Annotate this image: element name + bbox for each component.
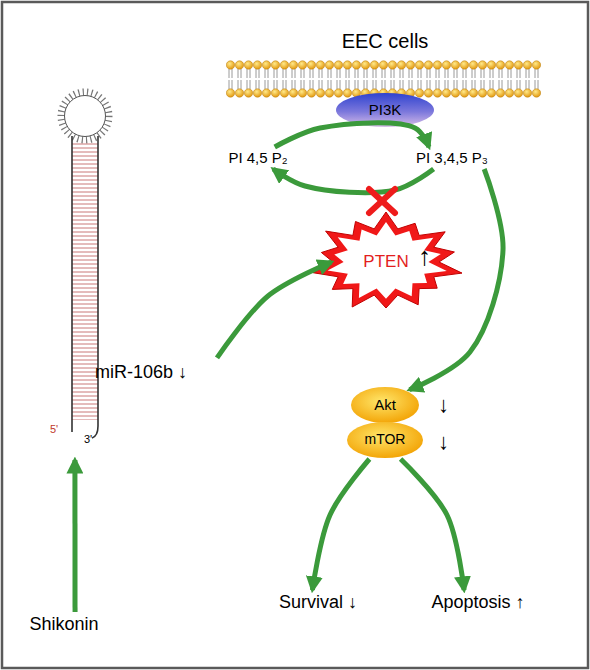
node-label: miR-106b ↓	[95, 363, 187, 383]
ellipse-shape	[336, 93, 434, 127]
lipid-label: PI 4,5 P₂	[220, 147, 296, 169]
ellipse-shape	[347, 422, 423, 458]
node-label: mTOR	[346, 421, 424, 459]
node-label: Apoptosis ↑	[420, 590, 536, 616]
strand-end-label: 5'	[50, 424, 58, 435]
mirna-node: miR-106b ↓	[25, 95, 217, 460]
ellipse-shape	[351, 387, 419, 423]
arrow-connector	[312, 459, 369, 590]
node-label: PI 3,4,5 P₃	[406, 147, 498, 169]
protein-ellipse: Akt↓	[350, 386, 420, 424]
arrow-connector	[410, 169, 504, 390]
change-arrow: ↑	[418, 242, 431, 271]
outcome-label: Survival ↓	[262, 590, 374, 616]
arrow-connector	[401, 459, 464, 590]
starburst-node: PTEN↑	[308, 212, 464, 312]
mirna-hairpin	[61, 92, 109, 438]
node-label: Survival ↓	[262, 590, 374, 616]
figure-title: EEC cells	[300, 30, 470, 53]
strand-end-label: 3'	[84, 434, 92, 445]
node-label: PTEN	[308, 212, 464, 312]
change-arrow: ↓	[438, 393, 449, 417]
kinase-ellipse: PI3K	[335, 92, 435, 128]
outcome-label: Apoptosis ↑	[420, 590, 536, 616]
arrow-connector	[72, 460, 77, 612]
change-arrow: ↓	[438, 430, 449, 454]
node-label: Akt	[350, 386, 420, 424]
lipid-label: PI 3,4,5 P₃	[406, 147, 498, 169]
node-label: Shikonin	[18, 612, 110, 638]
node-label: PI3K	[335, 92, 435, 128]
arrow-connector	[217, 262, 331, 358]
drug-label: Shikonin	[18, 612, 110, 638]
lipid-bilayer	[226, 60, 541, 98]
node-label: PI 4,5 P₂	[220, 147, 296, 169]
arrow-connector	[273, 169, 433, 193]
block-cross	[369, 189, 395, 213]
protein-ellipse: mTOR↓	[346, 421, 424, 459]
arrow-connector	[275, 123, 429, 147]
